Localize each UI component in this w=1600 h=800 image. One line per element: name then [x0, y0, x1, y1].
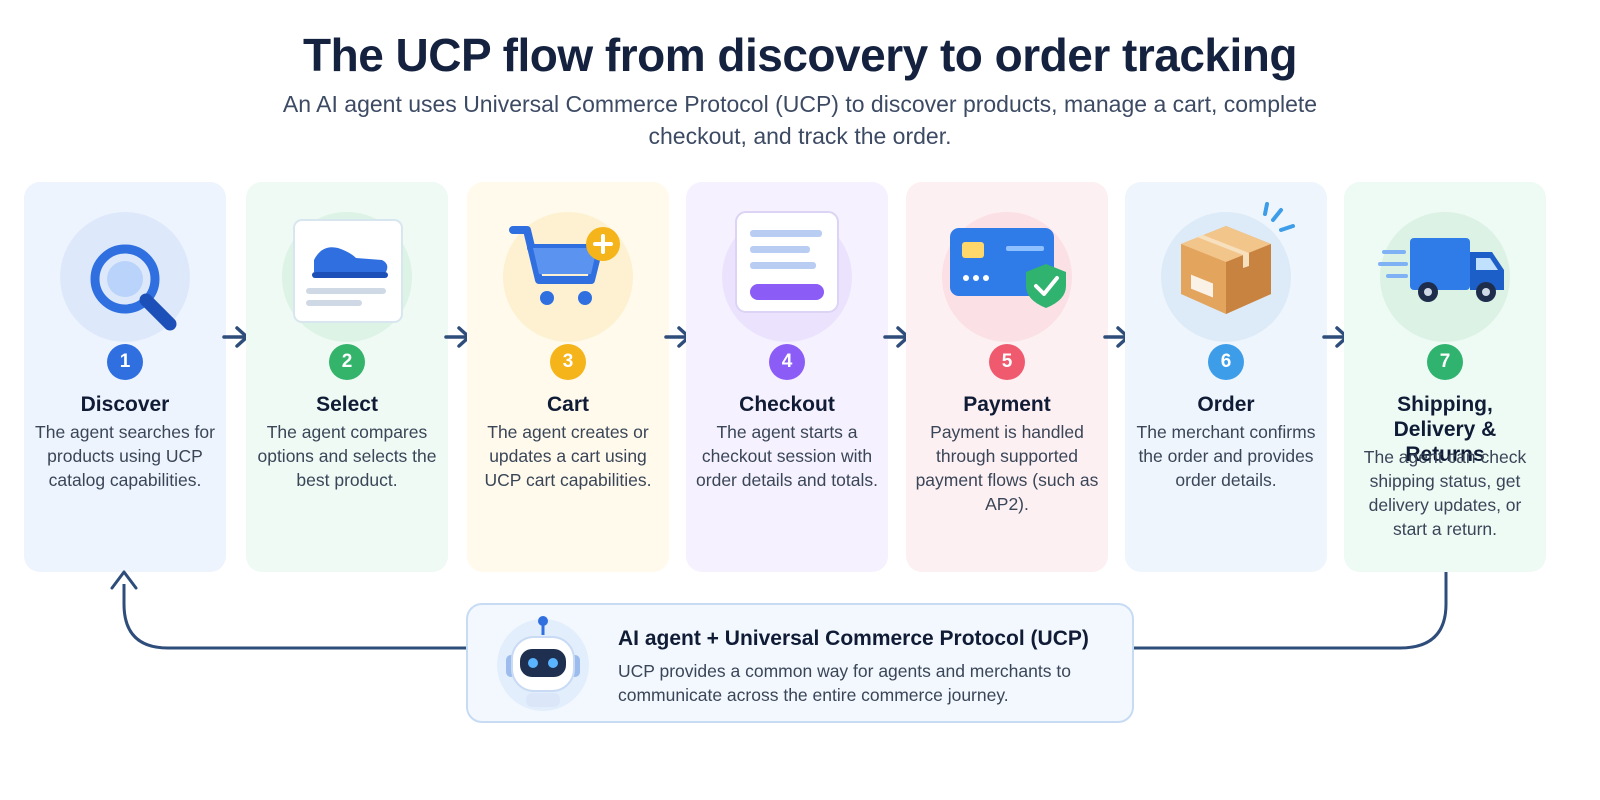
ucp-summary-box: AI agent + Universal Commerce Protocol (… [466, 603, 1134, 723]
step-title: Checkout [739, 393, 835, 416]
step-description: The agent starts a checkout session with… [696, 422, 878, 490]
search-icon [24, 182, 226, 362]
loop-line-left [122, 584, 466, 650]
summary-title: AI agent + Universal Commerce Protocol (… [618, 627, 1089, 650]
step-description: The agent searches for products using UC… [35, 422, 215, 490]
page-subtitle: An AI agent uses Universal Commerce Prot… [282, 91, 1318, 149]
robot-icon [497, 616, 589, 711]
page-title: The UCP flow from discovery to order tra… [303, 29, 1297, 81]
step-title: Cart [546, 393, 589, 416]
step-description: The agent compares options and selects t… [257, 422, 437, 490]
step-description: The agent creates or updates a cart usin… [484, 422, 652, 490]
step-description: Payment is handled through supported pay… [915, 422, 1099, 514]
step-title: Order [1197, 393, 1255, 416]
step-number: 6 [1208, 344, 1244, 380]
step-number: 4 [769, 344, 805, 380]
step-description: The agent can check shipping status, get… [1363, 447, 1527, 539]
product-card-icon [246, 182, 448, 362]
checkout-form-icon [686, 182, 888, 362]
step-number: 1 [107, 344, 143, 380]
truck-icon [1344, 182, 1546, 362]
cart-add-icon [467, 182, 669, 362]
summary-description: UCP provides a common way for agents and… [618, 661, 1071, 705]
loop-arrowhead [110, 570, 138, 590]
step-description: The merchant confirms the order and prov… [1136, 422, 1316, 490]
package-icon [1125, 182, 1327, 362]
step-title: Shipping, Delivery & Returns [1393, 393, 1497, 466]
secure-card-icon [906, 182, 1108, 362]
step-number: 2 [329, 344, 365, 380]
step-number: 7 [1427, 344, 1463, 380]
step-title: Discover [80, 393, 170, 416]
step-title: Payment [963, 393, 1051, 416]
loop-line-right [1134, 572, 1448, 650]
step-number: 3 [550, 344, 586, 380]
step-number: 5 [989, 344, 1025, 380]
step-title: Select [316, 393, 378, 416]
